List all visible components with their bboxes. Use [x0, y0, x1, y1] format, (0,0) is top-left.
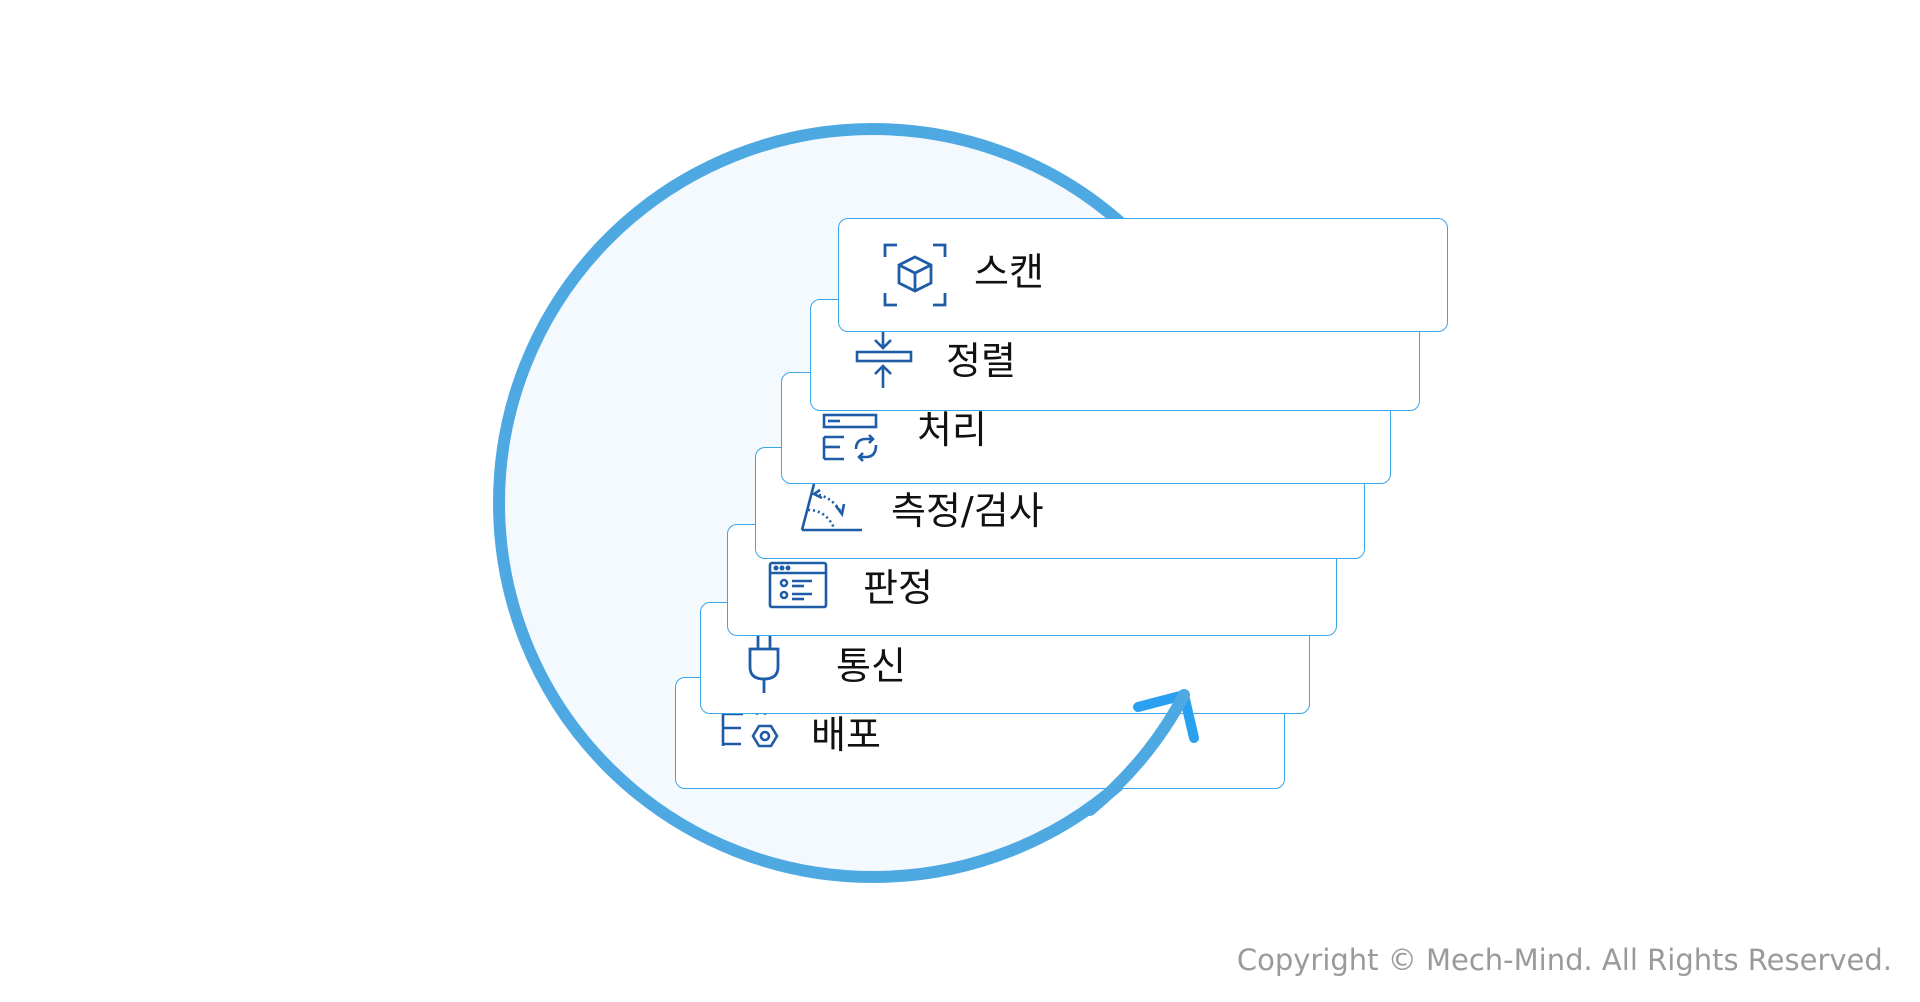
scan-cube-icon — [883, 243, 949, 309]
measure-icon — [798, 480, 864, 546]
step-label-scan: 스캔 — [974, 250, 1044, 294]
step-label-deploy: 배포 — [811, 713, 881, 757]
step-label-align: 정렬 — [946, 339, 1016, 383]
step-label-communication: 통신 — [836, 644, 906, 688]
step-card-scan: 스캔 — [838, 218, 1448, 332]
process-icon — [822, 413, 888, 479]
judge-icon — [768, 561, 834, 627]
copyright-text: Copyright © Mech-Mind. All Rights Reserv… — [1236, 943, 1892, 977]
step-label-judgement: 판정 — [863, 566, 933, 610]
plug-icon — [744, 635, 810, 701]
align-icon — [855, 332, 921, 398]
step-label-measure: 측정/검사 — [891, 489, 1044, 533]
step-label-process: 처리 — [917, 408, 987, 452]
